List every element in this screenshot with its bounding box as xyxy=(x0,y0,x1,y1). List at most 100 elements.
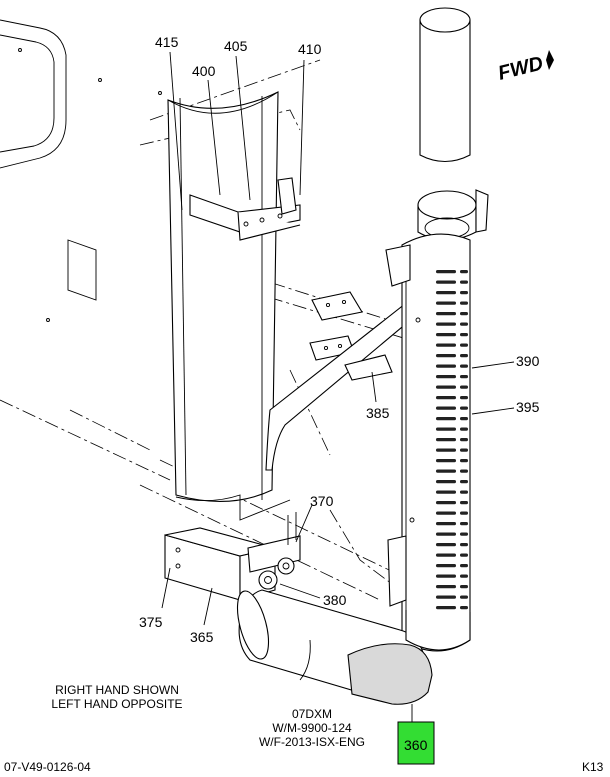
shield-slot xyxy=(460,364,468,368)
callout-390: 390 xyxy=(516,353,540,369)
shield-slot xyxy=(460,291,468,295)
callout-395: 395 xyxy=(516,399,540,415)
cab-corner-tower xyxy=(167,91,291,521)
callout-400: 400 xyxy=(192,63,216,79)
shield-slot xyxy=(460,301,468,305)
shield-slot xyxy=(436,280,456,284)
shield-slot xyxy=(436,427,456,431)
shield-slot xyxy=(436,459,456,463)
shield-slot xyxy=(436,595,456,599)
shield-slot xyxy=(436,490,456,494)
shield-slot xyxy=(436,417,456,421)
shield-slot xyxy=(436,333,456,337)
shield-slot xyxy=(436,511,456,515)
shield-slot xyxy=(436,270,456,274)
support-arm xyxy=(265,299,421,471)
callout-405: 405 xyxy=(224,38,248,54)
shield-slot xyxy=(460,490,468,494)
sheet-code: K13 xyxy=(582,760,604,774)
callout-360-highlight: 360 xyxy=(397,721,435,765)
cab-panel xyxy=(0,19,171,481)
shield-slot xyxy=(460,553,468,557)
shield-slot xyxy=(460,511,468,515)
shield-slot xyxy=(460,564,468,568)
shield-slot xyxy=(436,343,456,347)
exhaust-outlet-pipe xyxy=(417,7,477,241)
shield-slot xyxy=(436,448,456,452)
shield-slot xyxy=(460,459,468,463)
shield-slot xyxy=(460,522,468,526)
callout-360: 360 xyxy=(404,737,428,753)
drawing-id: 07-V49-0126-04 xyxy=(4,760,91,774)
shield-slot xyxy=(460,438,468,442)
shield-slot xyxy=(460,606,468,610)
exhaust-elbow-muffler xyxy=(236,535,471,705)
shield-slot xyxy=(460,406,468,410)
shield-bracket-assembly xyxy=(189,177,301,241)
shield-slot xyxy=(460,270,468,274)
callout-410: 410 xyxy=(298,41,322,57)
hand-note: RIGHT HAND SHOWN LEFT HAND OPPOSITE xyxy=(51,683,182,711)
shield-slot xyxy=(460,312,468,316)
shield-slot xyxy=(436,438,456,442)
hand-note-line2: LEFT HAND OPPOSITE xyxy=(51,697,182,711)
shield-slot xyxy=(436,564,456,568)
shield-slot xyxy=(436,480,456,484)
shield-slot xyxy=(460,543,468,547)
shield-slot xyxy=(436,385,456,389)
shield-slot xyxy=(460,343,468,347)
shield-slot xyxy=(460,375,468,379)
model-note: 07DXM W/M-9900-124 W/F-2013-ISX-ENG xyxy=(259,707,365,749)
shield-slot xyxy=(460,532,468,536)
shield-slot xyxy=(436,291,456,295)
shield-slot xyxy=(436,553,456,557)
lower-bracket-assembly xyxy=(164,512,301,601)
forward-arrow-icon xyxy=(546,50,554,70)
callout-380: 380 xyxy=(323,592,347,608)
shield-slot xyxy=(460,480,468,484)
shield-slot xyxy=(460,574,468,578)
shield-slot xyxy=(436,301,456,305)
shield-slot xyxy=(460,448,468,452)
shield-slot xyxy=(436,396,456,400)
shield-slot xyxy=(460,585,468,589)
shield-slot xyxy=(436,406,456,410)
shield-slot xyxy=(436,522,456,526)
shield-slot xyxy=(460,417,468,421)
shield-slot xyxy=(460,333,468,337)
shield-slot xyxy=(460,595,468,599)
forward-marker: FWD xyxy=(496,50,554,85)
shield-slot xyxy=(436,501,456,505)
shield-slot xyxy=(436,543,456,547)
shield-slot xyxy=(436,606,456,610)
shield-slot xyxy=(436,375,456,379)
shield-slot xyxy=(436,469,456,473)
shield-slot xyxy=(460,396,468,400)
callout-375: 375 xyxy=(139,614,163,630)
shield-slot xyxy=(460,322,468,326)
shield-slot xyxy=(460,385,468,389)
hand-note-line1: RIGHT HAND SHOWN xyxy=(55,683,179,697)
callout-370: 370 xyxy=(310,493,334,509)
fwd-text: FWD xyxy=(496,52,546,84)
shield-slot xyxy=(460,354,468,358)
callout-385: 385 xyxy=(366,405,390,421)
shield-slot xyxy=(460,501,468,505)
leader-lines xyxy=(161,51,515,722)
shield-slot xyxy=(436,354,456,358)
shield-slot xyxy=(436,322,456,326)
shield-slot xyxy=(436,532,456,536)
shield-slot xyxy=(460,427,468,431)
model-note-line2: W/M-9900-124 xyxy=(272,721,352,735)
shield-slot xyxy=(436,312,456,316)
shield-slot xyxy=(460,280,468,284)
shield-slot xyxy=(460,469,468,473)
callout-labels: 415 405 400 410 390 395 385 370 380 375 … xyxy=(139,34,540,645)
model-note-line3: W/F-2013-ISX-ENG xyxy=(259,735,365,749)
shield-slot xyxy=(436,364,456,368)
callout-415: 415 xyxy=(155,34,179,50)
callout-365: 365 xyxy=(190,629,214,645)
shield-slot xyxy=(436,574,456,578)
model-note-line1: 07DXM xyxy=(292,707,332,721)
